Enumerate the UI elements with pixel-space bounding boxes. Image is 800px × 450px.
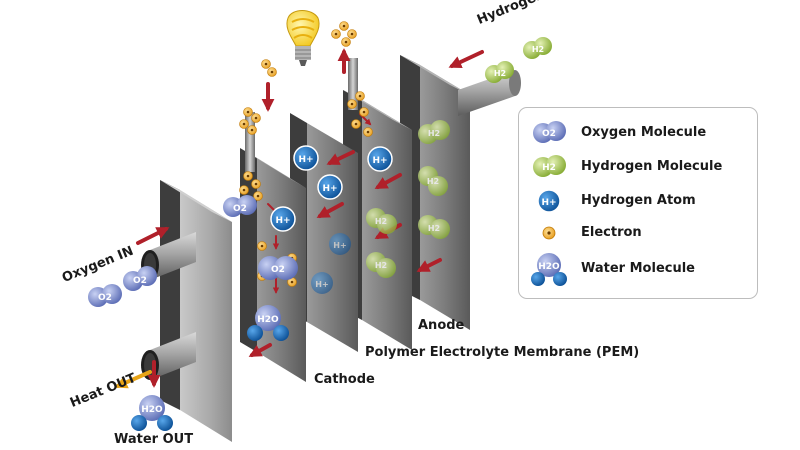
electron-core <box>254 116 258 120</box>
proton-arrow-1 <box>326 150 355 165</box>
hydrogen-inlet-pipe <box>458 70 521 116</box>
hydrogen-molecule-plate-1: H2 <box>418 120 450 144</box>
hydrogen-molecule-plate-5: H2 <box>366 252 396 278</box>
hydrogen-molecule-plate-3: H2 <box>366 208 397 234</box>
electron-core <box>246 110 250 114</box>
electron-core <box>358 94 362 98</box>
cathode-end-plate <box>160 180 232 442</box>
light-bulb-icon <box>286 10 320 66</box>
svg-text:H2: H2 <box>542 163 556 173</box>
external-circuit <box>245 58 358 172</box>
h2-arrow-3 <box>416 258 442 272</box>
legend-item-electron: Electron <box>529 218 755 248</box>
h2-symbol: H2 <box>494 69 506 78</box>
pem-label: Polymer Electrolyte Membrane (PEM) <box>365 345 640 360</box>
electron-core <box>344 40 348 44</box>
oxygen-symbol: O2 <box>133 276 147 286</box>
legend-label: Electron <box>581 225 642 240</box>
water-molecule-icon: H2O <box>531 253 567 286</box>
svg-text:H2O: H2O <box>538 262 560 272</box>
electron-core <box>260 244 264 248</box>
oxygen-symbol: O2 <box>98 293 112 303</box>
oxygen-split-cluster: O2 <box>258 256 298 280</box>
hydrogen-atom-5: H+ <box>329 233 351 255</box>
electron-core <box>250 128 254 132</box>
legend-item-water-molecule: H2O Water Molecule <box>529 252 755 288</box>
electron-core <box>334 32 338 36</box>
h2-symbol: H2 <box>375 217 387 226</box>
oxygen-in-arrow <box>136 227 170 245</box>
electron-core <box>366 130 370 134</box>
h-plus-symbol: H+ <box>333 241 346 250</box>
legend-label: Hydrogen Molecule <box>581 159 723 174</box>
water-molecule-out: H2O <box>131 395 173 431</box>
hydrogen-atom-1: H+ <box>270 206 296 232</box>
oxygen-molecule-inlet-2: O2 <box>123 266 157 291</box>
flow-arrows <box>136 48 484 388</box>
h-plus-symbol: H+ <box>315 280 328 289</box>
water-molecule-cathode: H2O <box>247 305 289 341</box>
anode-label: Anode <box>418 318 465 333</box>
legend-label: Oxygen Molecule <box>581 125 707 140</box>
electron-core <box>290 280 294 284</box>
hydrogen-molecule-plate-4: H2 <box>418 215 450 239</box>
h-plus-symbol: H+ <box>372 156 387 166</box>
legend-item-oxygen-molecule: O2 Oxygen Molecule <box>529 118 755 148</box>
hydrogen-atom-4: H+ <box>367 146 393 172</box>
electron-core <box>242 122 246 126</box>
svg-text:H+: H+ <box>541 198 556 208</box>
legend-item-hydrogen-molecule: H2 Hydrogen Molecule <box>529 152 755 182</box>
electron-core <box>264 62 268 66</box>
h2-arrow-1 <box>374 173 402 189</box>
electron-core <box>270 70 274 74</box>
hydrogen-atom-icon: H+ <box>537 189 561 213</box>
hydrogen-atom-2: H+ <box>293 145 319 171</box>
electron-core <box>242 188 246 192</box>
hydrogen-molecule-inlet-2: H2 <box>523 37 552 59</box>
electron-group <box>239 21 373 287</box>
h-plus-symbol: H+ <box>275 216 290 226</box>
h2-symbol: H2 <box>532 45 544 54</box>
h-plus-symbol: H+ <box>298 155 313 165</box>
h-plus-symbol: H+ <box>322 184 337 194</box>
legend-label: Hydrogen Atom <box>581 193 696 208</box>
h2-symbol: H2 <box>428 224 440 233</box>
oxygen-molecule-inlet-1: O2 <box>88 284 122 307</box>
water-out-label: Water OUT <box>114 432 194 447</box>
hydrogen-molecule-plate-2: H2 <box>418 166 448 196</box>
hydrogen-molecule-inlet-1: H2 <box>485 61 514 83</box>
hydrogen-atom-6: H+ <box>311 272 333 294</box>
legend-item-hydrogen-atom: H+ Hydrogen Atom <box>529 186 755 216</box>
electron-core <box>354 122 358 126</box>
oxygen-symbol: O2 <box>233 204 247 214</box>
h2o-symbol: H2O <box>141 405 163 415</box>
h2-symbol: H2 <box>428 129 440 138</box>
molecules: O2 O2 O2 O2 H+ H+ H+ <box>88 37 552 431</box>
h2-symbol: H2 <box>427 177 439 186</box>
electron-core <box>246 174 250 178</box>
electron-icon <box>542 226 556 240</box>
h2o-symbol: H2O <box>257 315 279 325</box>
electron-core <box>350 32 354 36</box>
legend-box: O2 Oxygen Molecule H2 Hydrogen Molecule … <box>518 107 758 299</box>
water-out-arrow <box>248 343 272 357</box>
hydrogen-molecule-icon: H2 <box>533 155 566 177</box>
electron-core <box>342 24 346 28</box>
cathode-label: Cathode <box>314 372 375 387</box>
legend-label: Water Molecule <box>581 261 695 276</box>
electron-core <box>256 194 260 198</box>
hydrogen-atom-3: H+ <box>317 174 343 200</box>
electron-core <box>362 110 366 114</box>
heat-out-arrow <box>114 370 152 389</box>
oxygen-molecule-cathode: O2 <box>223 195 257 217</box>
h2-symbol: H2 <box>375 261 387 270</box>
electron-core <box>350 102 354 106</box>
oxygen-symbol: O2 <box>271 265 285 275</box>
oxygen-molecule-icon: O2 <box>533 121 566 143</box>
proton-arrow-2 <box>316 202 344 218</box>
electron-core <box>254 182 258 186</box>
svg-text:O2: O2 <box>542 129 556 139</box>
hydrogen-in-arrow <box>448 50 484 69</box>
